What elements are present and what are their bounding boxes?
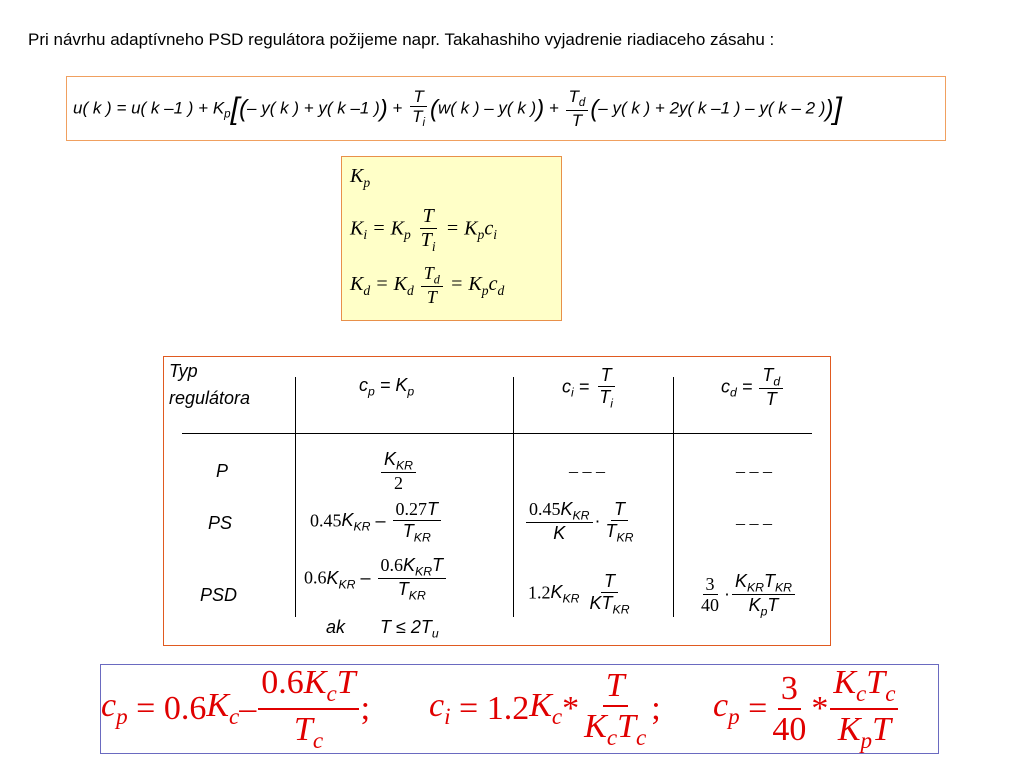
col-divider-2 [513, 377, 514, 617]
kp-line: Kp [350, 165, 371, 190]
row-p-cd: – – – [736, 461, 772, 481]
row-ps-label: PS [208, 513, 233, 533]
row-p-ci: – – – [569, 461, 605, 481]
header-typ: Typ regulátora [169, 361, 251, 408]
condition-expr: T ≤ 2Tu [380, 617, 439, 641]
col-divider-3 [673, 377, 674, 617]
row-psd-label: PSD [200, 585, 238, 605]
header-divider [182, 433, 812, 434]
main-formula-box: u( k ) = u( k –1 ) + Kp[(– y( k ) + y( k… [66, 76, 946, 141]
row-p-label: P [216, 461, 229, 481]
row-ps-cd: – – – [736, 513, 772, 533]
intro-text: Pri návrhu adaptívneho PSD regulátora po… [28, 30, 775, 49]
col-divider-1 [295, 377, 296, 617]
main-formula: u( k ) = u( k –1 ) + Kp[(– y( k ) + y( k… [73, 86, 842, 130]
condition-label: ak [326, 617, 346, 637]
header-cp: cp = Kp [359, 375, 415, 399]
